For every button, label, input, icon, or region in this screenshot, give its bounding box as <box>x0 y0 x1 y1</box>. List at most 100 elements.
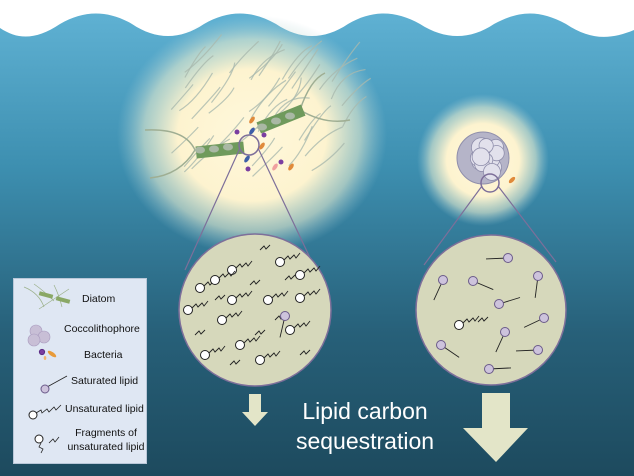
unsaturated-lipid-tail <box>208 345 226 354</box>
unsaturated-lipid-tail <box>225 310 243 319</box>
bacterium <box>261 132 267 138</box>
coccolithophore-lipid-magnified-view <box>415 234 567 386</box>
diatom-seta <box>304 126 343 157</box>
saturated-lipid-head <box>468 276 478 286</box>
unsaturated-lipid-tail <box>191 300 209 309</box>
diatom-horn <box>299 72 351 122</box>
saturated-lipid-head <box>503 253 513 263</box>
saturated-lipid-head <box>438 275 448 285</box>
lipid-fragment <box>194 329 206 336</box>
unsaturated-lipid-tail <box>293 320 311 329</box>
diatom-seta <box>281 45 313 80</box>
diatom-seta <box>330 68 366 100</box>
unsaturated-lipid-head <box>295 293 305 303</box>
diatom-cell <box>285 112 295 120</box>
diatom-seta <box>258 40 281 77</box>
lipid-fragment <box>229 359 241 366</box>
lipid-fragment <box>284 274 296 281</box>
coccolith <box>471 147 491 167</box>
unsaturated-lipid-tail <box>283 252 301 261</box>
diatom-seta <box>341 77 372 107</box>
zoom-lines <box>184 147 557 271</box>
diatom-cell <box>223 143 233 151</box>
unsaturated-lipid-head <box>263 295 273 305</box>
diatom-seta <box>298 112 321 141</box>
unsaturated-lipid-tail <box>218 270 236 279</box>
saturated-lipid-head <box>533 345 543 355</box>
diatom-lipid-magnified-view <box>178 233 332 387</box>
caption-line-1: Lipid carbon <box>302 398 428 424</box>
unsaturated-lipid-head <box>454 320 464 330</box>
saturated-lipid-head <box>539 313 549 323</box>
bacterium <box>259 142 265 150</box>
diatom-horn <box>144 129 196 179</box>
bacterium <box>249 116 255 124</box>
legend-label-fragments-2: unsaturated lipid <box>67 441 145 453</box>
saturated-lipid-head <box>280 311 290 321</box>
diatom-cell <box>195 146 205 154</box>
diatom-seta <box>252 146 283 177</box>
legend-label-diatom: Diatom <box>82 293 116 305</box>
diatom-seta <box>250 49 285 81</box>
zoom-focus-ring <box>480 173 500 193</box>
caption-line-2: sequestration <box>295 428 435 454</box>
unsaturated-lipid-head <box>183 305 193 315</box>
lipid-fragment <box>477 316 489 323</box>
diatom-icon <box>144 34 372 179</box>
unsaturated-lipid-head <box>285 325 295 335</box>
diatom-seta <box>251 137 276 167</box>
bacterium <box>245 166 251 172</box>
unsaturated-lipid-tail <box>235 290 253 299</box>
diatom-seta <box>184 34 223 73</box>
diatom-seta <box>210 62 236 103</box>
unsaturated-lipid-head <box>195 283 205 293</box>
diatom-seta <box>229 40 260 74</box>
bacterium <box>234 129 240 135</box>
large-sequestration-arrow <box>463 393 528 462</box>
saturated-lipid-head <box>500 327 510 337</box>
legend-label-coccolithophore: Coccolithophore <box>64 323 140 335</box>
unsaturated-lipid-head <box>255 355 265 365</box>
legend-label-fragments: Fragments of <box>75 427 137 439</box>
diatom-seta <box>288 126 313 167</box>
legend: Diatom Coccolithophore Bacteria Saturate… <box>13 278 147 464</box>
legend-icons <box>23 283 71 454</box>
saturated-lipid-head <box>436 340 446 350</box>
diatom-cell <box>271 117 281 125</box>
diatom-seta <box>287 40 323 79</box>
unsaturated-lipid-tail <box>235 260 253 269</box>
lipid-fragment <box>214 294 226 301</box>
unsaturated-lipid-head <box>210 275 220 285</box>
lipid-fragment <box>254 329 266 336</box>
legend-label-unsaturated-lipid: Unsaturated lipid <box>65 403 144 415</box>
unsaturated-lipid-head <box>217 315 227 325</box>
diatom-cell <box>257 123 267 131</box>
diatom-seta <box>304 105 332 141</box>
bacterium <box>508 176 516 184</box>
diatom-seta <box>179 72 214 112</box>
diatom-seta <box>318 57 358 90</box>
bacterium <box>249 127 255 135</box>
lipid-fragment <box>299 349 311 356</box>
diatom-seta <box>208 87 235 114</box>
legend-label-saturated-lipid: Saturated lipid <box>71 375 139 387</box>
legend-lipid-fragments-icon <box>34 434 60 454</box>
unsaturated-lipid-head <box>235 340 245 350</box>
legend-unsaturated-lipid-icon <box>28 404 62 420</box>
saturated-lipid-head <box>484 364 494 374</box>
bacterium <box>278 159 284 165</box>
saturated-lipid-head <box>494 299 504 309</box>
zoom-focus-ring <box>238 134 260 156</box>
unsaturated-lipid-tail <box>243 335 261 344</box>
diatom-seta <box>291 48 319 89</box>
diatom-cell <box>209 145 219 153</box>
diatom-seta <box>184 46 206 78</box>
lipid-fragment <box>259 244 271 251</box>
unsaturated-lipid-head <box>200 350 210 360</box>
unsaturated-lipid-tail <box>271 290 289 299</box>
bacterium <box>244 155 250 163</box>
diatom-cell-chain <box>256 104 306 134</box>
diatom-seta <box>331 41 361 82</box>
coccolithophore-icon <box>456 131 516 185</box>
unsaturated-lipid-tail <box>303 265 321 274</box>
